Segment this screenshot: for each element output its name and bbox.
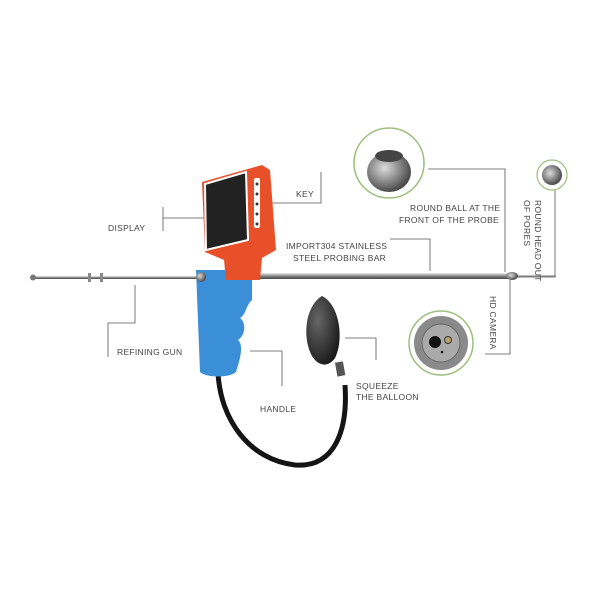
label-bar-1: IMPORT304 STAINLESS bbox=[286, 241, 387, 251]
label-key: KEY bbox=[296, 189, 314, 199]
cable bbox=[215, 371, 348, 468]
leader-lines bbox=[107, 168, 556, 386]
label-refining-gun: REFINING GUN bbox=[117, 347, 182, 357]
label-balloon-1: SQUEEZE bbox=[356, 381, 399, 391]
label-round-head-1: ROUND HEAD OUT bbox=[533, 200, 543, 282]
handle bbox=[196, 270, 252, 377]
key-buttons bbox=[254, 178, 260, 228]
probing-bar bbox=[30, 272, 556, 282]
label-balloon-2: THE BALLOON bbox=[356, 392, 419, 402]
label-round-head-2: OF PORES bbox=[522, 200, 532, 246]
label-handle: HANDLE bbox=[260, 404, 296, 414]
label-round-ball-2: FRONT OF THE PROBE bbox=[399, 215, 499, 225]
squeeze-balloon bbox=[306, 296, 346, 377]
label-hd-camera: HD CAMERA bbox=[488, 296, 498, 350]
label-display: DISPLAY bbox=[108, 223, 145, 233]
label-round-ball-1: ROUND BALL AT THE bbox=[410, 203, 500, 213]
refining-gun bbox=[196, 165, 276, 377]
label-bar-2: STEEL PROBING BAR bbox=[293, 253, 386, 263]
hd-camera-detail bbox=[408, 310, 474, 376]
round-ball-detail bbox=[353, 127, 425, 199]
display-screen bbox=[203, 170, 250, 252]
round-head-detail bbox=[536, 159, 568, 191]
